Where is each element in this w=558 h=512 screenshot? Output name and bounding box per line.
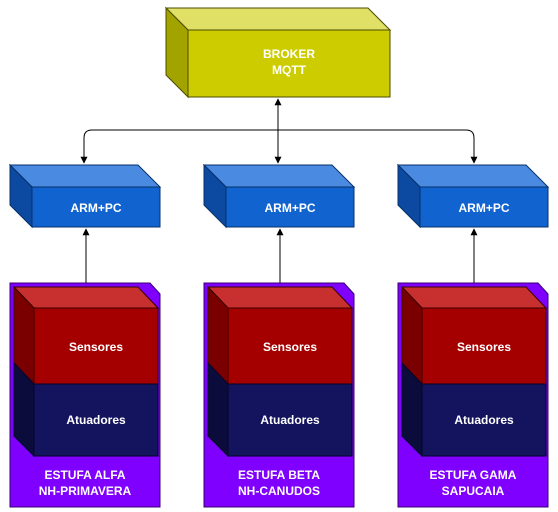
actuators-label: Atuadores	[66, 413, 126, 427]
sensors-block: Sensores	[206, 285, 354, 386]
broker-box: BROKER MQTT	[164, 6, 392, 99]
sensors-front-face	[33, 307, 159, 385]
sensors-label: Sensores	[457, 340, 511, 354]
sensors-top-face	[400, 286, 548, 309]
greenhouse-name-line2: NH-CANUDOS	[238, 484, 320, 498]
cpu-box: ARM+PC	[396, 163, 550, 229]
greenhouse-name-line2: SAPUCAIA	[442, 484, 505, 498]
cpu-top-face	[202, 164, 356, 188]
sensors-block: Sensores	[12, 285, 160, 386]
cpu-front-face	[419, 186, 549, 228]
broker-front-face	[187, 29, 391, 98]
greenhouse-name-line2: NH-PRIMAVERA	[39, 484, 132, 498]
actuators-label: Atuadores	[454, 413, 514, 427]
actuators-block: Atuadores	[207, 361, 353, 458]
cpu-label: ARM+PC	[70, 201, 121, 215]
broker-title-line1: BROKER	[263, 47, 315, 61]
actuators-front-face	[33, 383, 159, 457]
broker-top-face	[164, 7, 392, 31]
actuators-front-face	[421, 383, 547, 457]
sensors-top-face	[206, 286, 354, 309]
sensors-label: Sensores	[263, 340, 317, 354]
sensors-block: Sensores	[400, 285, 548, 386]
actuators-block: Atuadores	[401, 361, 547, 458]
cpu-front-face	[225, 186, 355, 228]
actuators-front-face	[227, 383, 353, 457]
greenhouse-name-line1: ESTUFA GAMA	[430, 468, 517, 482]
sensors-front-face	[421, 307, 547, 385]
greenhouse-name-line1: ESTUFA BETA	[238, 468, 320, 482]
connector-bus	[83, 129, 475, 163]
cpu-label: ARM+PC	[264, 201, 315, 215]
broker-connectors	[80, 98, 478, 164]
cpu-label: ARM+PC	[458, 201, 509, 215]
cpu-top-face	[8, 164, 162, 188]
cpu-top-face	[396, 164, 550, 188]
sensors-top-face	[12, 286, 160, 309]
cpu-box: ARM+PC	[8, 163, 162, 229]
cpu-front-face	[31, 186, 161, 228]
actuators-label: Atuadores	[260, 413, 320, 427]
broker-title-line2: MQTT	[272, 63, 307, 77]
greenhouse-name-line1: ESTUFA ALFA	[44, 468, 125, 482]
actuators-block: Atuadores	[13, 361, 159, 458]
sensors-front-face	[227, 307, 353, 385]
cpu-box: ARM+PC	[202, 163, 356, 229]
sensors-label: Sensores	[69, 340, 123, 354]
